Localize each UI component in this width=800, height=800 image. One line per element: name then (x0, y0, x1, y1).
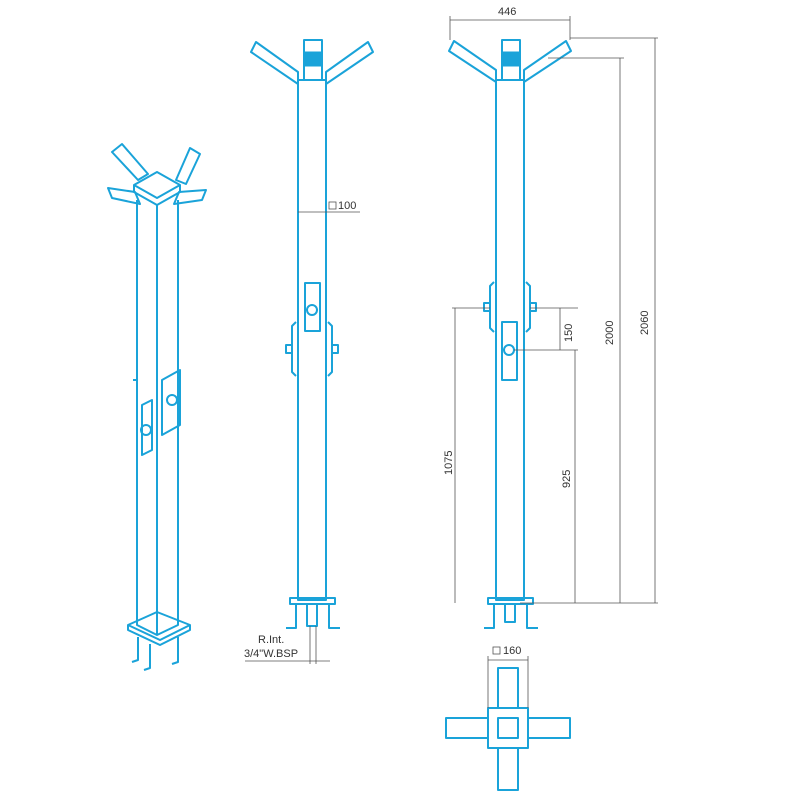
dim-valve-height: 1075 (443, 451, 455, 475)
dim-base-section: 160 (503, 645, 521, 657)
dim-lower-valve-height: 925 (561, 470, 573, 488)
dim-total-height: 2060 (639, 311, 651, 335)
front-view: 100 R.Int. 3/4"W.BSP (244, 39, 374, 664)
isometric-view (107, 143, 207, 671)
dim-head-width: 446 (498, 6, 516, 18)
inlet-label-1: R.Int. (258, 634, 284, 646)
dim-valve-spacing: 150 (563, 324, 575, 342)
dim-pole-section: 100 (338, 200, 356, 212)
inlet-label-2: 3/4"W.BSP (244, 648, 298, 660)
dimensioned-view: 446 2060 2000 1075 150 925 (443, 6, 658, 629)
dim-head-height: 2000 (604, 321, 616, 345)
plan-view: 160 (445, 645, 571, 791)
